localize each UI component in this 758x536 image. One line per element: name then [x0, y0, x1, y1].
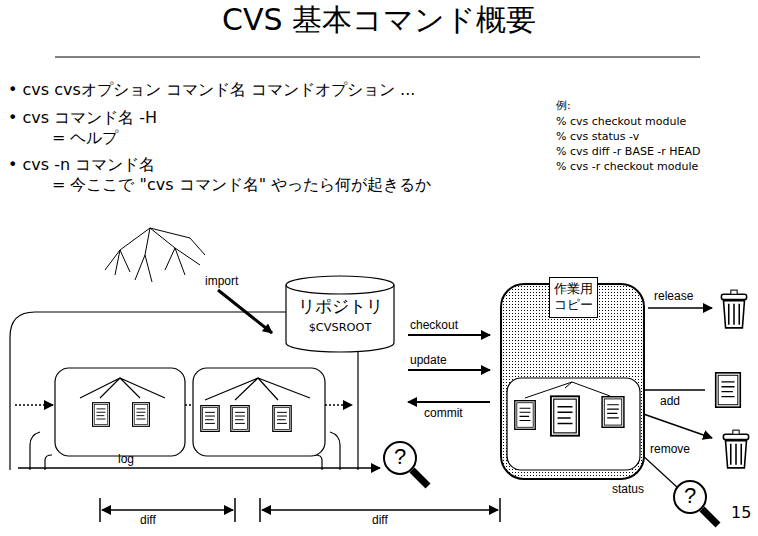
repository-path: $CVSROOT	[285, 320, 395, 334]
edge-label: checkout	[410, 318, 458, 332]
edge-label: update	[410, 353, 447, 367]
bullet-text: • cvs cvsオプション コマンド名 コマンドオプション ...	[8, 80, 415, 99]
command-arrow	[408, 401, 490, 403]
example-text: % cvs diff -r BASE -r HEAD	[556, 145, 701, 158]
repository-cylinder: リポジトリ $CVSROOT	[285, 275, 395, 353]
example-text: % cvs status -v	[556, 130, 639, 143]
command-label: diff	[372, 513, 388, 527]
page-number: 15	[731, 503, 751, 522]
command-label: remove	[650, 442, 690, 456]
repository-name: リポジトリ	[285, 295, 395, 318]
bullet-text: = 今ここで "cvs コマンド名" やったら何が起きるか	[52, 175, 431, 194]
working-copy-box: 作業用 コピー	[500, 283, 645, 480]
edge-label: commit	[424, 406, 463, 420]
slide-title: CVS 基本コマンド概要	[0, 2, 758, 38]
question-mark: ?	[674, 483, 706, 509]
working-copy-label: 作業用 コピー	[549, 277, 598, 318]
question-mark: ?	[384, 444, 416, 470]
bullet-text: • cvs コマンド名 -H	[8, 108, 157, 127]
example-text: % cvs -r checkout module	[556, 160, 698, 173]
command-label: import	[205, 274, 238, 288]
command-label: status	[612, 482, 644, 496]
command-label: log	[118, 452, 134, 466]
example-text: % cvs checkout module	[556, 115, 686, 128]
source-tree	[105, 228, 205, 282]
bullet-text: = ヘルプ	[52, 128, 119, 147]
command-arrow	[408, 369, 490, 371]
example-text: 例:	[556, 99, 571, 112]
command-arrow	[408, 334, 490, 336]
command-label: release	[654, 289, 693, 303]
bullet-text: • cvs -n コマンド名	[8, 155, 155, 174]
command-label: diff	[140, 513, 156, 527]
command-label: add	[660, 394, 680, 408]
